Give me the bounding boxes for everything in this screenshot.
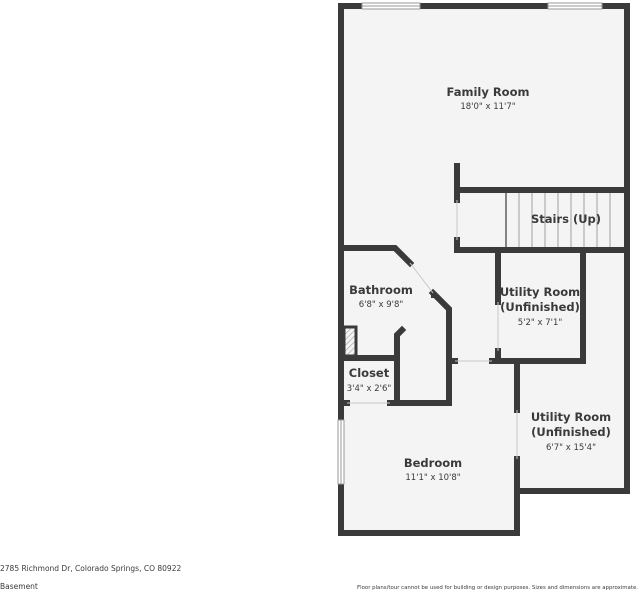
stairs-treads [505,193,611,247]
windows [337,2,603,485]
room-name: Utility Room [531,410,611,424]
room-name: Utility Room [500,285,580,299]
disclaimer-text: Floor plans/tour cannot be used for buil… [357,585,638,591]
room-name: Closet [349,366,390,380]
room-name-line2: (Unfinished) [531,425,611,439]
room-dimensions: 18'0" x 11'7" [460,102,515,112]
door-openings [347,200,518,459]
room-bathroom: Bathroom 6'8" x 9'8" [349,283,413,310]
room-name-line2: (Unfinished) [500,300,580,314]
room-name: Bedroom [404,456,462,470]
room-stairs: Stairs (Up) [531,212,601,226]
room-utility-room-1: Utility Room (Unfinished) 5'2" x 7'1" [500,285,580,328]
walls [338,3,630,536]
room-dimensions: 3'4" x 2'6" [347,384,392,394]
room-family-room: Family Room 18'0" x 11'7" [447,85,530,112]
room-name: Bathroom [349,283,413,297]
room-name: Family Room [447,85,530,99]
room-closet: Closet 3'4" x 2'6" [347,366,392,394]
room-bedroom: Bedroom 11'1" x 10'8" [404,456,462,483]
room-dimensions: 6'7" x 15'4" [546,443,596,453]
floor-level-label: Basement [0,582,38,591]
room-utility-room-2: Utility Room (Unfinished) 6'7" x 15'4" [531,410,611,453]
room-dimensions: 11'1" x 10'8" [405,473,460,483]
room-dimensions: 6'8" x 9'8" [359,300,404,310]
room-dimensions: 5'2" x 7'1" [518,318,563,328]
room-name: Stairs (Up) [531,212,601,226]
bathroom-door-stop [431,293,436,298]
closet-shelf [342,325,358,358]
property-address: 2785 Richmond Dr, Colorado Springs, CO 8… [0,564,182,573]
